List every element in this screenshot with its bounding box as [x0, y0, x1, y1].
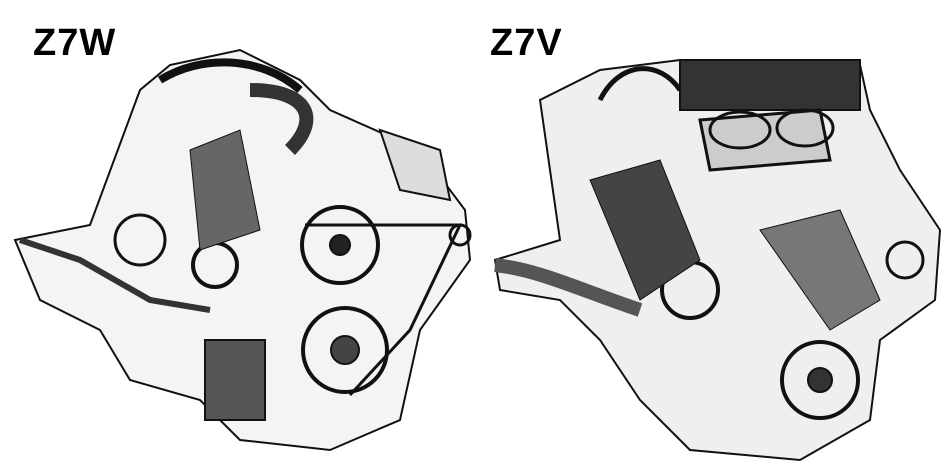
engine-z7v-drawing: [493, 58, 942, 462]
engine-label-z7w: Z7W: [33, 22, 117, 64]
engine-label-z7v: Z7V: [490, 22, 563, 64]
engine-z7w-drawing: [13, 48, 472, 452]
